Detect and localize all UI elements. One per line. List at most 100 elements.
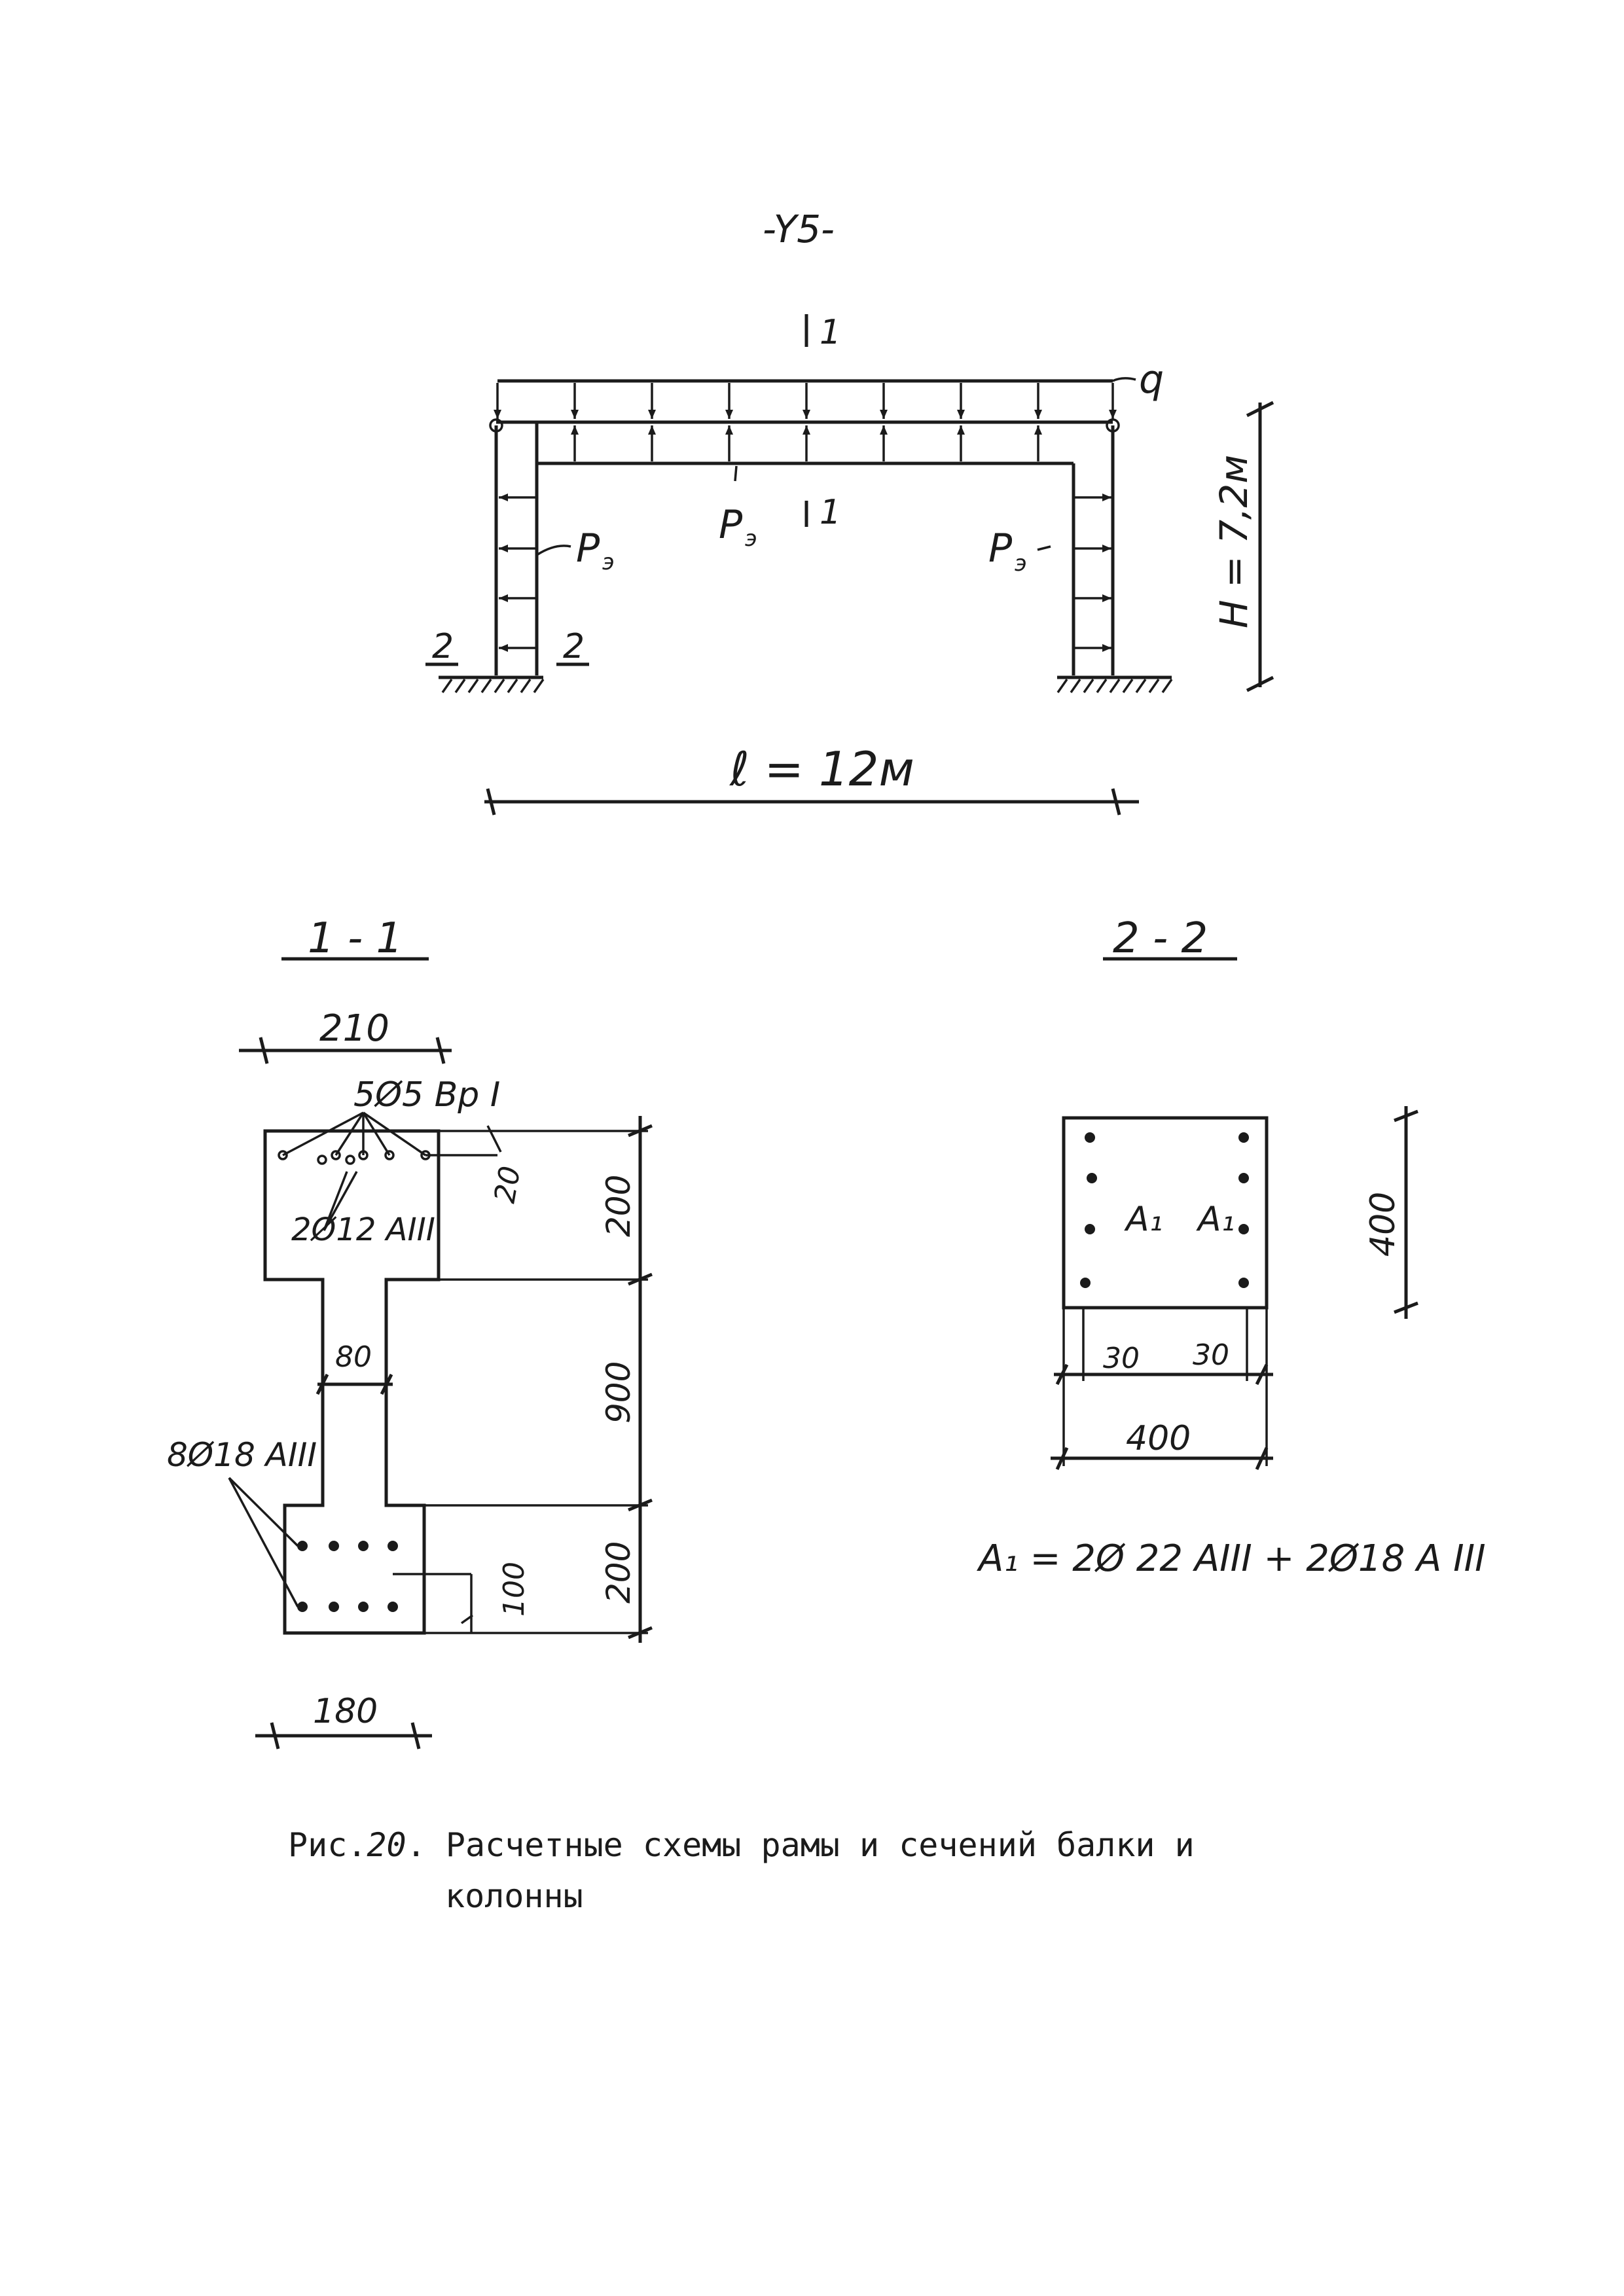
flange-rebar-label: 2Ø12 AIII [291, 1211, 435, 1248]
beam-arrow-head [803, 425, 810, 435]
left-column-arrow-head [499, 493, 508, 501]
column-rebar-dot [1238, 1132, 1249, 1143]
a1-left-label: A₁ [1124, 1200, 1163, 1239]
hatch-line [1070, 678, 1081, 694]
hatch-line [507, 678, 518, 694]
top-rebar-label: 5Ø5 Вр I [353, 1075, 500, 1115]
beam-arrow-head [1034, 425, 1042, 435]
web-width-label: 80 [335, 1340, 372, 1374]
column-rebar-dot [1238, 1278, 1249, 1288]
right-column-arrow-head [1102, 644, 1111, 652]
section-1-title: 1 - 1 [308, 914, 403, 963]
column-rebar-dot [1087, 1173, 1097, 1183]
column-rebar-dot [1085, 1224, 1095, 1234]
bottom-cover-label: 100 [497, 1562, 531, 1617]
wire-dot [278, 1150, 288, 1160]
rebar-dot [358, 1602, 369, 1612]
support-left-hatch [441, 678, 545, 694]
caption-text: . Расчетные схемы рамы и сечений балки и [406, 1826, 1195, 1864]
right-column-arrows [1075, 493, 1111, 652]
bottom-width-label: 180 [313, 1692, 378, 1731]
column-mark-right: 2 [563, 627, 585, 666]
section-1-1: 1 - 1 210 5Ø5 Вр I 2Ø12 AIII 20 [167, 914, 653, 1749]
rebar-dot [358, 1541, 369, 1551]
p-sub-right: э [1015, 550, 1027, 577]
wire-dot [331, 1150, 341, 1160]
web-height-label: 900 [600, 1361, 638, 1424]
p-label-left: P [576, 526, 600, 571]
column-width-label: 400 [1126, 1419, 1191, 1458]
section-2-title: 2 - 2 [1113, 914, 1208, 963]
hatch-line [1096, 678, 1108, 694]
left-column-arrow-head [499, 644, 508, 652]
top-width-label: 210 [319, 1007, 389, 1050]
height-label: H = 7,2м [1212, 455, 1256, 628]
hatch-line [1148, 678, 1160, 694]
caption-prefix: Рис. [288, 1826, 367, 1864]
load-arrow-head [571, 410, 579, 419]
right-column-arrow-head [1102, 493, 1111, 501]
section-2-2: 2 - 2 A₁ A₁ 400 30 30 400 A₁ = 2Ø 22 AII… [977, 914, 1486, 1580]
hatch-line [1109, 678, 1121, 694]
load-arrow-head [803, 410, 810, 419]
column-rebar-dot [1238, 1224, 1249, 1234]
wire-dot [358, 1150, 369, 1160]
beam-load-arrows [571, 425, 1042, 461]
a1-right-label: A₁ [1196, 1200, 1235, 1239]
left-column-arrow-head [499, 545, 508, 552]
hatch-line [441, 678, 453, 694]
load-arrow-head [880, 410, 888, 419]
section-mark-bottom: 1 [820, 493, 841, 532]
hatch-line [480, 678, 492, 694]
hatch-line [454, 678, 466, 694]
right-column-arrow-head [1102, 594, 1111, 602]
beam-arrow-head [957, 425, 965, 435]
hatch-line [520, 678, 532, 694]
wire-dot [345, 1155, 355, 1165]
bottom-rebar-label: 8Ø18 AIII [167, 1436, 317, 1474]
beam-arrow-head [571, 425, 579, 435]
hatch-line [1161, 678, 1173, 694]
column-height-label: 400 [1363, 1192, 1403, 1257]
hatch-line [1135, 678, 1147, 694]
p-sub-left: э [602, 549, 615, 575]
distributed-load-arrows [494, 383, 1117, 419]
hatch-line [1083, 678, 1094, 694]
bottom-height-label: 200 [600, 1541, 638, 1604]
load-arrow-head [957, 410, 965, 419]
hatch-line [1056, 678, 1068, 694]
caption-text-line2: колонны [445, 1877, 583, 1915]
load-leader [1112, 377, 1136, 382]
beam-arrow-head [880, 425, 888, 435]
p-sub-mid: э [745, 526, 757, 552]
wire-dot [317, 1155, 327, 1165]
hatch-line [533, 678, 545, 694]
beam-arrow-head [725, 425, 733, 435]
left-column-arrow-head [499, 594, 508, 602]
page-number: -Y5- [763, 207, 835, 251]
rebar-dot [388, 1602, 398, 1612]
load-arrow-head [494, 410, 501, 419]
beam-section-outline [263, 1129, 441, 1635]
bottom-rebar-dots [297, 1541, 398, 1612]
p-label-mid: P [719, 502, 743, 548]
column-rebar-dots [1080, 1132, 1249, 1288]
rebar-dot [388, 1541, 398, 1551]
cover-right-label: 30 [1193, 1338, 1229, 1372]
top-wire-dots [278, 1150, 431, 1165]
top-height-label: 200 [600, 1175, 638, 1237]
rebar-dot [297, 1602, 308, 1612]
load-arrow-head [1109, 410, 1117, 419]
column-rebar-dot [1238, 1173, 1249, 1183]
cover-label: 20 [488, 1164, 528, 1206]
support-right-hatch [1056, 678, 1173, 694]
load-arrow-head [725, 410, 733, 419]
hatch-line [1122, 678, 1134, 694]
column-rebar-dot [1085, 1132, 1095, 1143]
rebar-dot [297, 1541, 308, 1551]
caption-number: 20 [367, 1826, 406, 1864]
column-rebar-dot [1080, 1278, 1091, 1288]
rebar-dot [329, 1541, 339, 1551]
p-label-right: P [988, 526, 1013, 571]
